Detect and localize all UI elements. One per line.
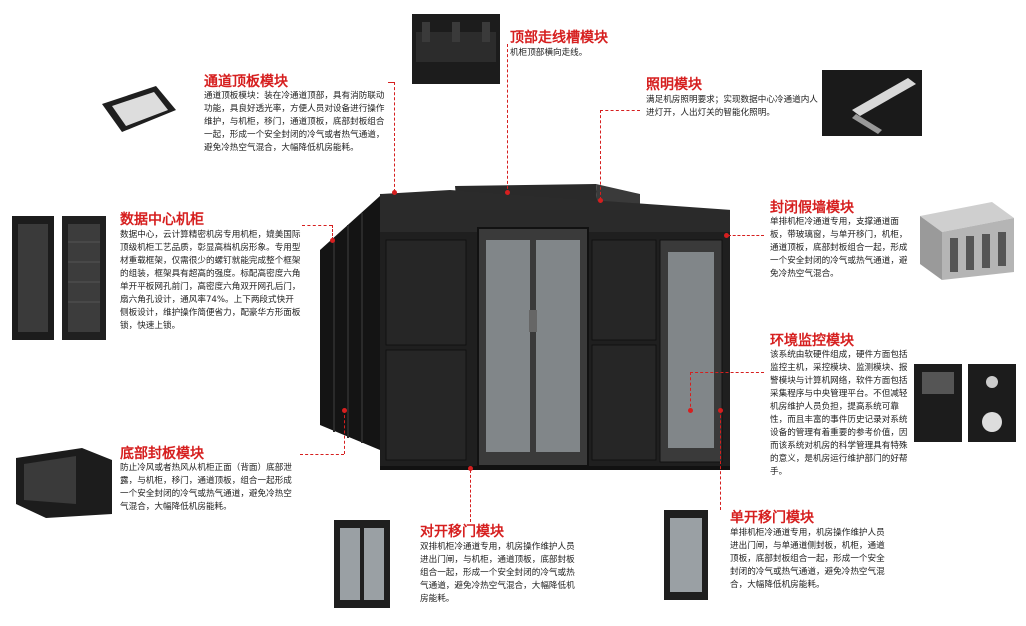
env-monitor-title: 环境监控模块 — [770, 333, 854, 349]
bottom-seal-title: 底部封板模块 — [120, 446, 204, 462]
aisle-top-panel-image — [96, 80, 180, 144]
leader-line — [394, 82, 395, 192]
env-monitor-desc: 该系统由软硬件组成，硬件方面包括监控主机，采控模块、监测模块、报警模块与计算机网… — [770, 350, 908, 477]
aisle-top-panel-desc: 通道顶板模块：装在冷通道顶部，具有消防联动功能，具良好透光率，方便人员对设备进行… — [204, 91, 385, 153]
aisle-top-panel-title: 通道顶板模块 — [204, 74, 288, 90]
double-door-desc: 双排机柜冷通道专用，机房操作维护人员进出门闸，与机柜，通道顶板，底部封板组合一起… — [420, 542, 575, 604]
leader-dot — [718, 408, 723, 413]
cabinet-desc: 数据中心，云计算精密机房专用机柜，媲美国际顶级机柜工艺品质，彰显高档机房形象。专… — [120, 230, 301, 331]
false-wall-desc: 单排机柜冷通道专用，支撑通道面板，带玻璃窗，与单开移门，机柜，通道顶板，底部封板… — [770, 217, 908, 279]
bottom-seal-desc: 防止冷风或者热风从机柜正面（背面）底部泄露，与机柜，移门，通道顶板，组合一起形成… — [120, 463, 292, 512]
bottom-seal-image — [12, 444, 116, 520]
leader-line — [300, 454, 344, 455]
leader-dot — [688, 408, 693, 413]
leader-line — [470, 470, 471, 522]
leader-dot — [342, 408, 347, 413]
leader-line — [507, 44, 508, 194]
leader-line — [728, 235, 764, 236]
leader-line — [388, 82, 394, 83]
env-monitor-image — [912, 362, 1018, 444]
leader-line — [720, 410, 721, 510]
leader-dot — [392, 190, 397, 195]
cabinet-image — [10, 212, 110, 344]
lighting-title: 照明模块 — [646, 77, 702, 93]
leader-line — [600, 110, 640, 111]
leader-line — [332, 225, 333, 240]
leader-line — [344, 410, 345, 454]
leader-dot — [598, 198, 603, 203]
single-door-title: 单开移门模块 — [730, 510, 814, 526]
lighting-image — [822, 70, 922, 136]
leader-dot — [330, 238, 335, 243]
leader-line — [600, 110, 601, 200]
top-cable-tray-title: 顶部走线槽模块 — [510, 30, 608, 46]
leader-line — [690, 372, 764, 373]
leader-line — [302, 225, 332, 226]
leader-dot — [724, 233, 729, 238]
false-wall-image — [914, 196, 1018, 282]
top-cable-tray-desc: 机柜顶部横向走线。 — [510, 48, 588, 58]
leader-line — [690, 372, 691, 412]
single-door-image — [660, 508, 712, 602]
top-cable-tray-image — [412, 14, 500, 84]
leader-dot — [505, 190, 510, 195]
leader-dot — [468, 466, 473, 471]
lighting-desc: 满足机房照明要求；实现数据中心冷通道内人进灯开，人出灯关的智能化照明。 — [646, 95, 818, 118]
double-door-image — [332, 518, 392, 610]
cabinet-title: 数据中心机柜 — [120, 212, 204, 228]
single-door-desc: 单排机柜冷通道专用，机房操作维护人员进出门闸，与单通道侧封板，机柜，通道顶板，底… — [730, 528, 885, 590]
false-wall-title: 封闭假墙模块 — [770, 200, 854, 216]
main-cabinet-illustration — [300, 180, 730, 490]
double-door-title: 对开移门模块 — [420, 524, 504, 540]
